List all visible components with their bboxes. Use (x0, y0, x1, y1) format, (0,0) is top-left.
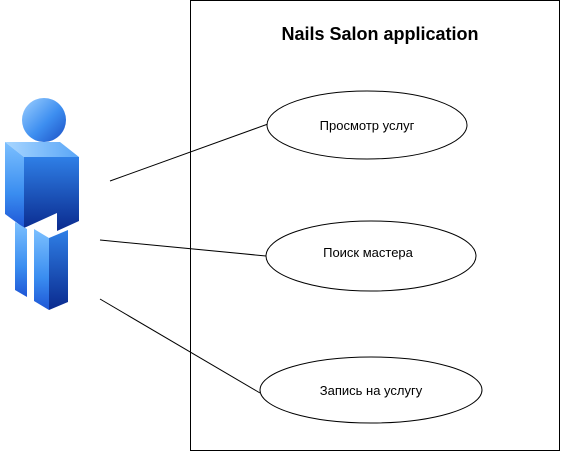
actor-torso-side (24, 157, 79, 231)
use-case-book-service[interactable]: Запись на услугу (259, 356, 483, 424)
actor-shoulders (5, 142, 79, 157)
actor-leg-right (34, 229, 49, 310)
association-line-1 (109, 123, 269, 182)
association-line-3 (99, 298, 261, 394)
use-case-ellipse (265, 220, 477, 292)
use-case-browse-services[interactable]: Просмотр услуг (266, 90, 468, 160)
use-case-find-master[interactable]: Поиск мастера (265, 220, 477, 292)
actor-torso-front (5, 142, 24, 228)
use-case-label: Запись на услугу (320, 383, 423, 398)
actor-person-icon (5, 98, 79, 310)
use-case-label: Просмотр услуг (320, 118, 415, 133)
system-title: Nails Salon application (281, 24, 478, 44)
association-line-2 (99, 239, 267, 257)
use-case-label: Поиск мастера (323, 245, 414, 260)
actor-head (22, 98, 66, 142)
use-case-ellipse (266, 90, 468, 160)
actor-leg-right-side (49, 230, 68, 310)
use-case-ellipse (259, 356, 483, 424)
actor-leg-left (15, 222, 27, 297)
